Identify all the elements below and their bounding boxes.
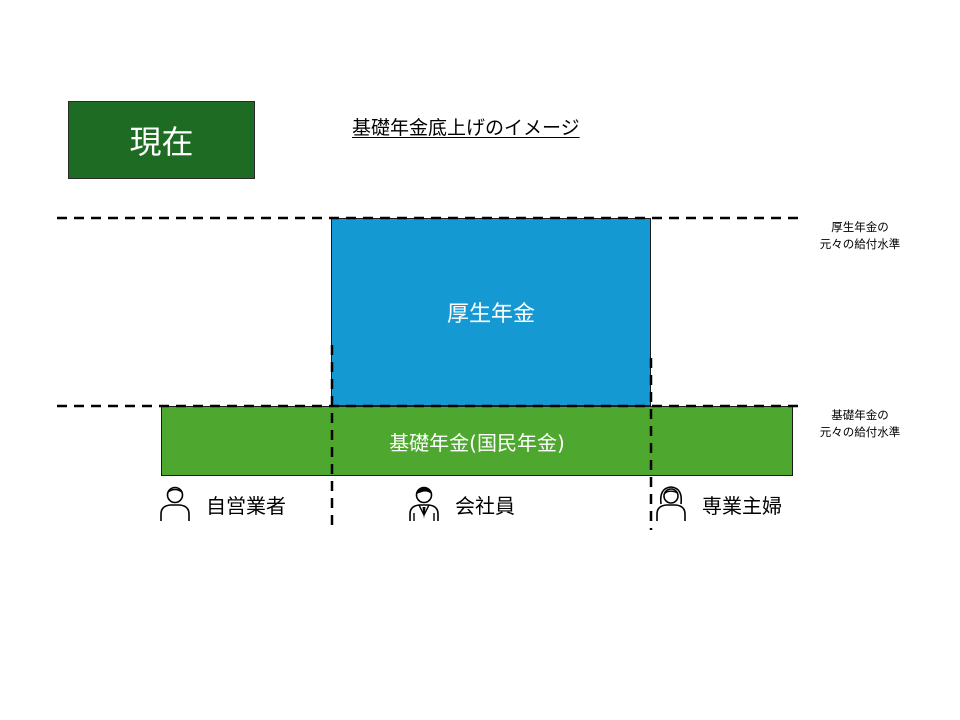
base-level-line1: 基礎年金の bbox=[831, 408, 889, 422]
base-level-label: 基礎年金の 元々の給付水準 bbox=[800, 407, 920, 441]
top-level-line2: 元々の給付水準 bbox=[819, 237, 901, 251]
kiso-nenkin-block: 基礎年金(国民年金) bbox=[161, 406, 793, 476]
base-level-line2: 元々の給付水準 bbox=[819, 425, 901, 439]
person-icon bbox=[160, 486, 190, 521]
self-employed-label: 自営業者 bbox=[206, 493, 286, 518]
top-level-label: 厚生年金の 元々の給付水準 bbox=[800, 219, 920, 253]
kosei-nenkin-label: 厚生年金 bbox=[446, 302, 535, 327]
kosei-nenkin-block: 厚生年金 bbox=[331, 218, 651, 406]
kiso-nenkin-label: 基礎年金(国民年金) bbox=[389, 430, 565, 455]
employee-label: 会社員 bbox=[455, 493, 515, 518]
employee-item: 会社員 bbox=[407, 484, 515, 524]
badge-label: 現在 bbox=[129, 123, 194, 161]
status-badge: 現在 bbox=[68, 101, 255, 179]
top-level-line1: 厚生年金の bbox=[831, 220, 889, 234]
businessman-icon bbox=[409, 486, 439, 521]
housewife-label: 専業主婦 bbox=[702, 493, 782, 518]
diagram-title: 基礎年金底上げのイメージ bbox=[352, 117, 580, 139]
woman-icon bbox=[656, 486, 686, 521]
self-employed-item: 自営業者 bbox=[158, 484, 286, 524]
housewife-item: 専業主婦 bbox=[654, 484, 782, 524]
